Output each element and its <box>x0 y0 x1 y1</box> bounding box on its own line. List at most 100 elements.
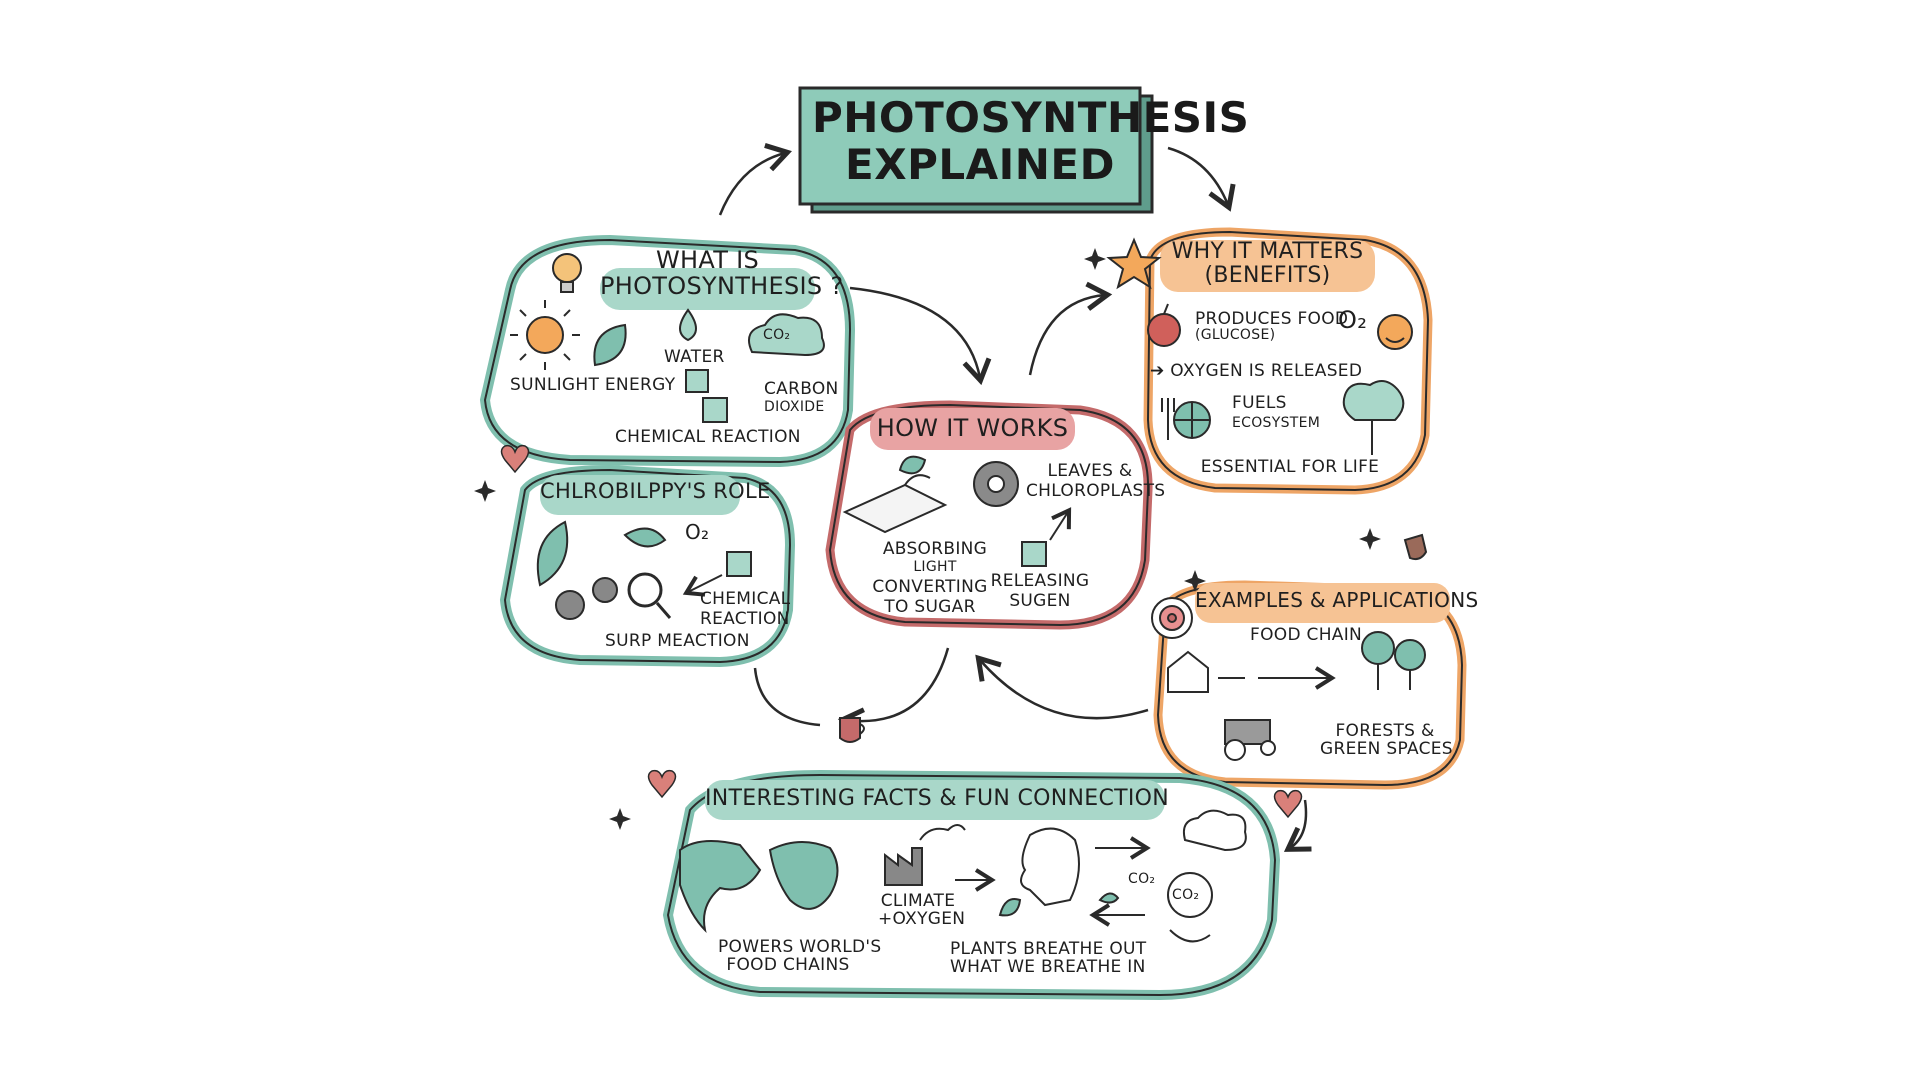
smiley-icon <box>1377 314 1413 350</box>
thought-cloud-icon <box>1182 809 1247 852</box>
leaf-icon <box>898 455 927 475</box>
chemical-label: CHEMICAL <box>700 589 791 609</box>
arrow-to-benefits <box>1167 146 1236 212</box>
sparkle-icon <box>1184 570 1206 592</box>
sugen-label: SUGEN <box>1009 591 1071 611</box>
gear-icon <box>973 461 1019 507</box>
arrow-examples-to-how <box>975 654 1149 720</box>
why-matters-heading-line-1: WHY IT MATTERS <box>1171 239 1364 264</box>
arrow-to-title <box>718 143 792 216</box>
co2-label-b: CO₂ <box>1172 887 1200 903</box>
leaf-icon <box>593 323 627 367</box>
arrow-how-to-why <box>1028 281 1113 376</box>
ecosystem-label: ECOSYSTEM <box>1232 415 1321 431</box>
world-map-icon <box>679 840 839 934</box>
climate-label: CLIMATE +OXYGEN <box>878 891 965 929</box>
benefits-o2-label: O₂ <box>1338 306 1368 334</box>
fuels-label: FUELS <box>1232 393 1287 413</box>
examples-bubble <box>1151 580 1467 790</box>
lightbulb-icon <box>552 253 582 293</box>
decorations <box>474 248 1428 830</box>
apple-icon <box>1147 303 1181 347</box>
o2-label: O₂ <box>685 520 710 544</box>
globe-icon <box>1173 401 1211 439</box>
surp-reaction-label: SURP MEACTION <box>605 631 750 651</box>
gears-icon <box>555 577 618 620</box>
house-icon <box>1167 650 1209 693</box>
forests-label: FORESTS & GREEN SPACES <box>1320 721 1453 760</box>
heart-icon <box>1273 789 1303 819</box>
food-chain-label: FOOD CHAIN <box>1250 625 1363 645</box>
arrow-what-to-how <box>849 286 992 386</box>
releasing-label: RELEASING <box>990 571 1090 591</box>
why-matters-heading-line-2: (BENEFITS) <box>1204 262 1331 288</box>
trees-icon <box>1361 631 1426 690</box>
carbon-label: CARBON <box>764 379 839 399</box>
sunlight-label: SUNLIGHT ENERGY <box>510 375 676 395</box>
heart-icon <box>647 769 677 799</box>
factory-icon <box>884 824 966 886</box>
page-title: PHOTOSYNTHESIS EXPLAINED <box>812 93 1250 190</box>
molecule-cube-icon <box>1021 541 1047 567</box>
title-box <box>798 86 1154 214</box>
leaf-icon <box>536 520 569 587</box>
leaves-label: LEAVES & <box>1047 461 1133 481</box>
star-icon <box>1106 237 1162 290</box>
sparkle-icon <box>609 808 631 830</box>
water-label: WATER <box>664 347 725 367</box>
absorbing-label: ABSORBING <box>882 539 988 559</box>
heart-icon <box>500 444 530 474</box>
chloroplast-icon <box>842 474 948 534</box>
molecule-cube-icon <box>685 369 728 423</box>
arrow-how-down <box>837 647 950 737</box>
sparkle-icon <box>474 480 496 502</box>
flow-arrows <box>718 143 1312 852</box>
molecule-cube-icon <box>726 551 752 577</box>
forests-label-line-2: GREEN SPACES <box>1320 739 1453 760</box>
arrow-to-facts <box>1283 799 1312 852</box>
what-is-heading-line-2: PHOTOSYNTHESIS ? <box>600 271 844 300</box>
to-sugar-label: TO SUGAR <box>884 597 976 617</box>
plants-breathe-line-2: WHAT WE BREATHE IN <box>950 957 1146 978</box>
title-line-1: PHOTOSYNTHESIS <box>812 93 1250 142</box>
food-label-line-1: PRODUCES FOOD <box>1195 309 1349 329</box>
target-icon <box>1151 597 1193 639</box>
food-label-line-2: (GLUCOSE) <box>1195 327 1276 344</box>
plants-breathe-line-1: PLANTS BREATHE OUT <box>950 939 1147 959</box>
chlorophyll-bubble <box>499 464 796 668</box>
sparkle-icon <box>1359 528 1381 550</box>
sprout-icon <box>1098 892 1120 904</box>
examples-heading: EXAMPLES & APPLICATIONS <box>1195 588 1479 612</box>
title-line-2: EXPLAINED <box>845 140 1115 190</box>
climate-label-line-1: CLIMATE <box>880 891 956 911</box>
chloroplasts-label: CHLOROPLASTS <box>1026 481 1166 501</box>
forests-label-line-1: FORESTS & <box>1335 721 1435 741</box>
facts-heading: INTERESTING FACTS & FUN CONNECTION <box>705 786 1170 811</box>
why-matters-bubble <box>1106 227 1433 495</box>
food-label: PRODUCES FOOD (GLUCOSE) <box>1195 310 1348 343</box>
co2-label-a: CO₂ <box>1128 871 1156 887</box>
essential-label: ESSENTIAL FOR LIFE <box>1200 457 1380 477</box>
sun-icon <box>510 300 580 370</box>
tree-icon <box>1342 380 1405 455</box>
plants-breathe-label: PLANTS BREATHE OUT WHAT WE BREATHE IN <box>950 939 1147 978</box>
arrow-chloro-curve <box>753 667 821 727</box>
powers-label: POWERS WORLD'S FOOD CHAINS <box>718 938 881 975</box>
tractor-icon <box>1224 719 1276 761</box>
facts-bubble <box>662 769 1281 1001</box>
what-is-bubble <box>479 234 856 468</box>
leaf-icon <box>998 898 1022 917</box>
leaf-icon <box>623 527 667 548</box>
cloud-icon <box>748 313 825 357</box>
dioxide-label: DIOXIDE <box>764 399 825 415</box>
what-is-heading-line-1: WHAT IS <box>655 246 760 274</box>
co2-badge-label: CO₂ <box>763 327 791 343</box>
chemical-reaction-label: CHEMICAL REACTION <box>615 427 801 447</box>
chlorophyll-heading: CHLROBILPPY'S ROLE <box>540 479 771 503</box>
face-profile-icon <box>1020 827 1080 907</box>
oxygen-released-label: ➔ OXYGEN IS RELEASED <box>1150 361 1363 381</box>
reaction-label: REACTION <box>700 609 790 629</box>
light-label: LIGHT <box>913 559 957 575</box>
